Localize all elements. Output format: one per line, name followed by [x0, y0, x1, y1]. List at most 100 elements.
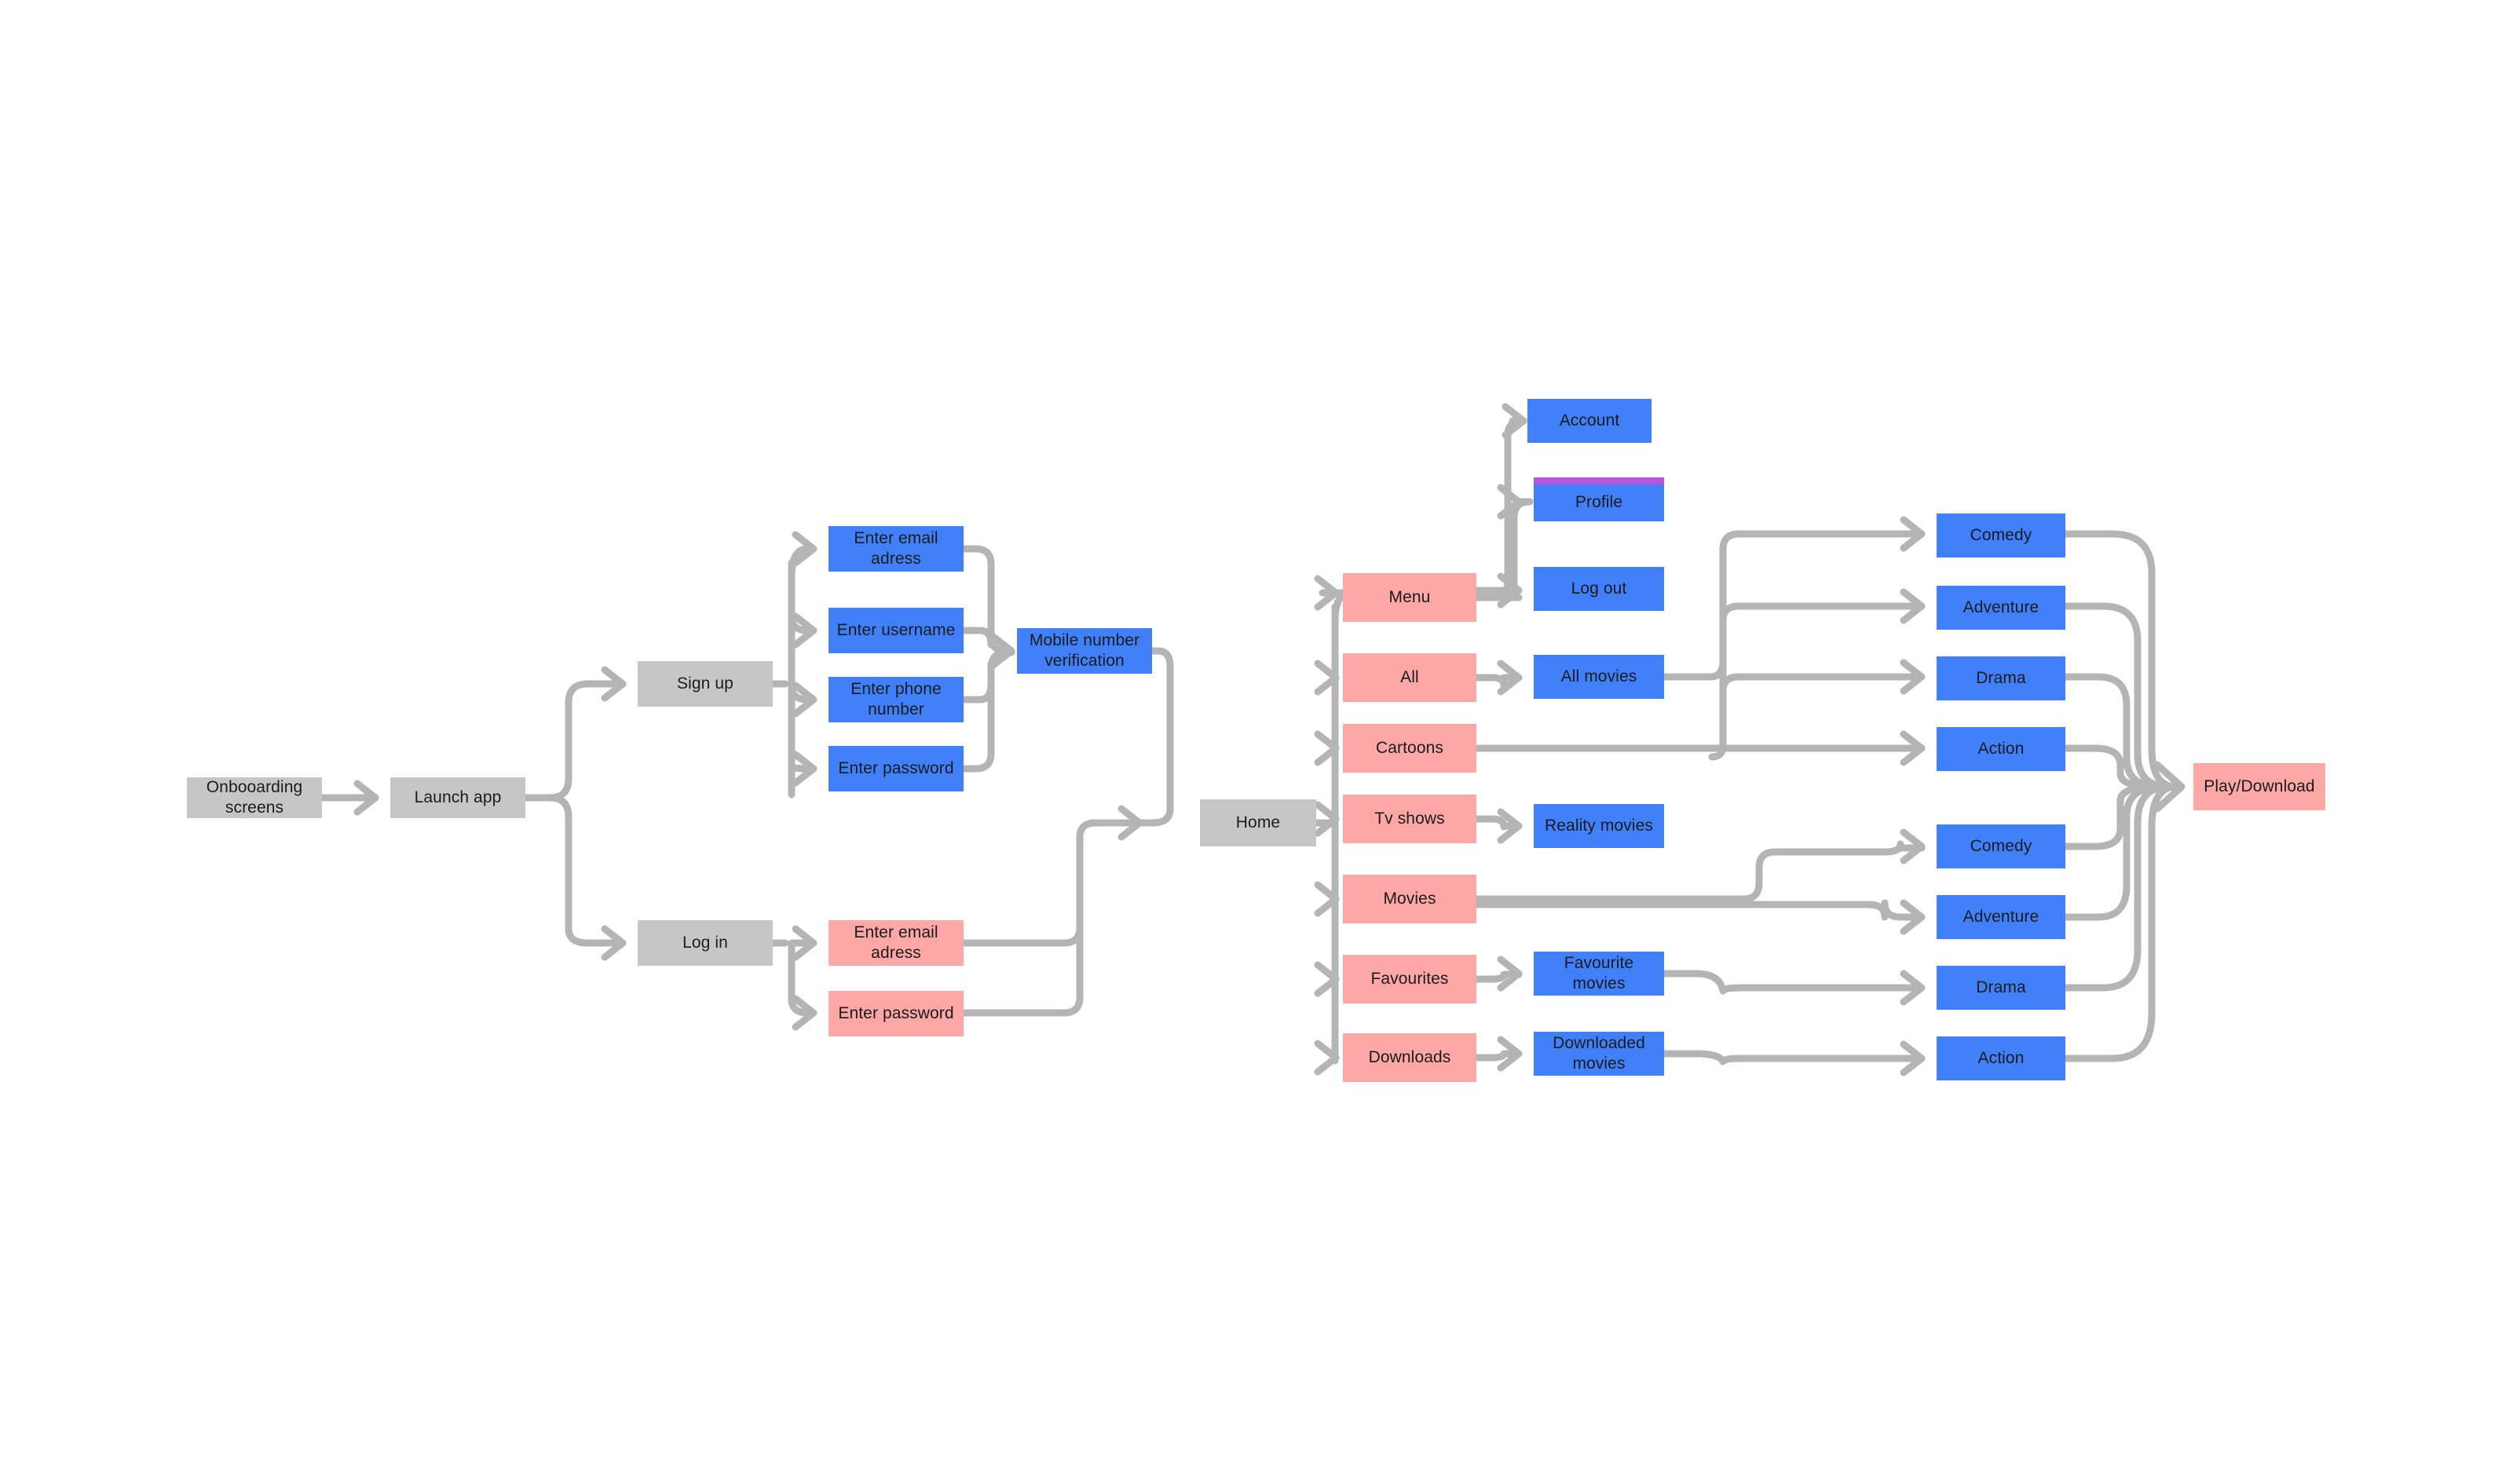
edge-drama1-play [2061, 673, 2165, 791]
node-label-favourites: Favourites [1370, 969, 1449, 988]
arrowhead-verify [989, 633, 1015, 669]
node-su-phone[interactable]: Enter phone number [829, 677, 964, 722]
node-label-downloads: Downloads [1368, 1047, 1451, 1066]
node-label-li-password: Enter password [838, 1003, 954, 1022]
node-adventure-1[interactable]: Adventure [1937, 586, 2065, 630]
node-label-log-out: Log out [1571, 579, 1627, 598]
node-label-all-movies: All movies [1560, 667, 1637, 685]
node-label-su-phone: Enter phone number [850, 679, 942, 718]
node-label-movies: Movies [1383, 889, 1436, 908]
arrowhead-adv2 [1900, 899, 1926, 935]
node-profile[interactable]: Profile [1534, 477, 1664, 521]
edge-adv1-play [2061, 602, 2173, 791]
node-label-comedy-2: Comedy [1970, 836, 2032, 855]
node-drama-2[interactable]: Drama [1937, 966, 2065, 1010]
node-action-2[interactable]: Action [1937, 1036, 2065, 1080]
node-sign-up[interactable]: Sign up [638, 661, 773, 707]
node-all[interactable]: All [1343, 653, 1476, 702]
edge-user-verify [960, 627, 995, 649]
node-home[interactable]: Home [1200, 799, 1316, 846]
arrowhead-movies [1314, 881, 1340, 917]
arrowhead-drama1 [1900, 659, 1926, 695]
edge-adv2-play [2061, 783, 2165, 921]
arrowhead-favmovies [1497, 956, 1523, 992]
arrowhead-downloads [1314, 1040, 1340, 1076]
node-label-action-2: Action [1977, 1048, 2025, 1067]
node-onboarding[interactable]: Onbooarding screens [187, 777, 322, 818]
arrowhead-logout [1497, 572, 1523, 609]
node-label-tv-shows: Tv shows [1374, 809, 1445, 828]
node-movies[interactable]: Movies [1343, 875, 1476, 923]
node-favourites[interactable]: Favourites [1343, 955, 1476, 1003]
node-action-1[interactable]: Action [1937, 727, 2065, 771]
node-label-drama-2: Drama [1976, 978, 2026, 996]
arrowhead-cartoons [1314, 730, 1340, 766]
arrowhead-drama2 [1900, 970, 1926, 1006]
arrowhead-su-user [792, 612, 818, 649]
edge-login-v [788, 939, 818, 1017]
edge-dl-dlmovies [1472, 1050, 1523, 1062]
node-label-profile: Profile [1575, 493, 1623, 512]
node-reality-movies[interactable]: Reality movies [1534, 804, 1664, 848]
node-label-onboarding: Onbooarding screens [206, 777, 303, 817]
arrowhead-comedy2 [1900, 828, 1926, 864]
edge-signup-user [788, 612, 818, 634]
arrowhead-account [1502, 403, 1527, 439]
edge-allmovies-v [1708, 546, 1727, 761]
node-su-email[interactable]: Enter email adress [829, 526, 964, 572]
node-label-adventure-2: Adventure [1962, 907, 2039, 926]
arrowhead-play-download [2153, 761, 2186, 813]
arrowhead-allmovies [1497, 660, 1523, 696]
node-label-comedy-1: Comedy [1970, 525, 2032, 544]
node-log-in[interactable]: Log in [638, 920, 773, 966]
node-account[interactable]: Account [1527, 399, 1652, 443]
edge-tv-reality [1472, 815, 1523, 831]
edge-allmovies-comedy [1706, 530, 1926, 681]
edge-movies-adv2 [1472, 899, 1926, 921]
arrowhead-home-from-verify [1117, 805, 1143, 841]
edge-verify-home [1136, 647, 1174, 827]
edge-dlmovies-action2 [1660, 1050, 1926, 1065]
arrowhead-menu [1314, 575, 1340, 611]
arrowhead-action2 [1900, 1040, 1926, 1076]
node-menu[interactable]: Menu [1343, 573, 1476, 622]
node-all-movies[interactable]: All movies [1534, 655, 1664, 699]
node-su-password[interactable]: Enter password [829, 746, 964, 791]
edge-comedy2-play [2061, 783, 2159, 850]
arrowhead-comedy1 [1900, 516, 1926, 552]
node-log-out[interactable]: Log out [1534, 567, 1664, 611]
node-label-home: Home [1235, 813, 1281, 832]
node-li-password[interactable]: Enter password [829, 991, 964, 1036]
node-label-cartoons: Cartoons [1375, 738, 1443, 757]
node-favourite-movies[interactable]: Favourite movies [1534, 952, 1664, 996]
edge-menu-account [1492, 417, 1527, 601]
node-comedy-2[interactable]: Comedy [1937, 824, 2065, 868]
node-label-all: All [1400, 667, 1419, 686]
node-label-su-username: Enter username [836, 620, 956, 639]
node-mobile-verify[interactable]: Mobile number verification [1017, 628, 1152, 674]
arrowhead-li-email [792, 925, 818, 961]
node-play-download[interactable]: Play/Download [2193, 763, 2325, 810]
node-tv-shows[interactable]: Tv shows [1343, 795, 1476, 843]
node-label-log-in: Log in [682, 933, 728, 952]
arrowhead-all [1314, 660, 1340, 696]
arrowhead-launch [353, 780, 379, 816]
edge-li-email-home [960, 819, 1143, 947]
edge-menu-profile [1492, 498, 1534, 601]
edge-favmovies-drama2 [1660, 970, 1926, 995]
edge-phone-verify [960, 660, 995, 704]
edge-launch-login [546, 794, 627, 947]
node-su-username[interactable]: Enter username [829, 608, 964, 653]
node-drama-1[interactable]: Drama [1937, 656, 2065, 700]
edge-allmovies-drama [1719, 673, 1926, 695]
node-label-sign-up: Sign up [677, 674, 733, 693]
node-launch-app[interactable]: Launch app [390, 777, 525, 818]
node-downloads[interactable]: Downloads [1343, 1033, 1476, 1082]
node-downloaded-movies[interactable]: Downloaded movies [1534, 1032, 1664, 1076]
node-li-email[interactable]: Enter email adress [829, 920, 964, 966]
node-comedy-1[interactable]: Comedy [1937, 514, 2065, 557]
node-cartoons[interactable]: Cartoons [1343, 724, 1476, 773]
node-adventure-2[interactable]: Adventure [1937, 895, 2065, 939]
edge-pass-verify [960, 649, 1015, 773]
edge-action1-play [2061, 744, 2159, 791]
